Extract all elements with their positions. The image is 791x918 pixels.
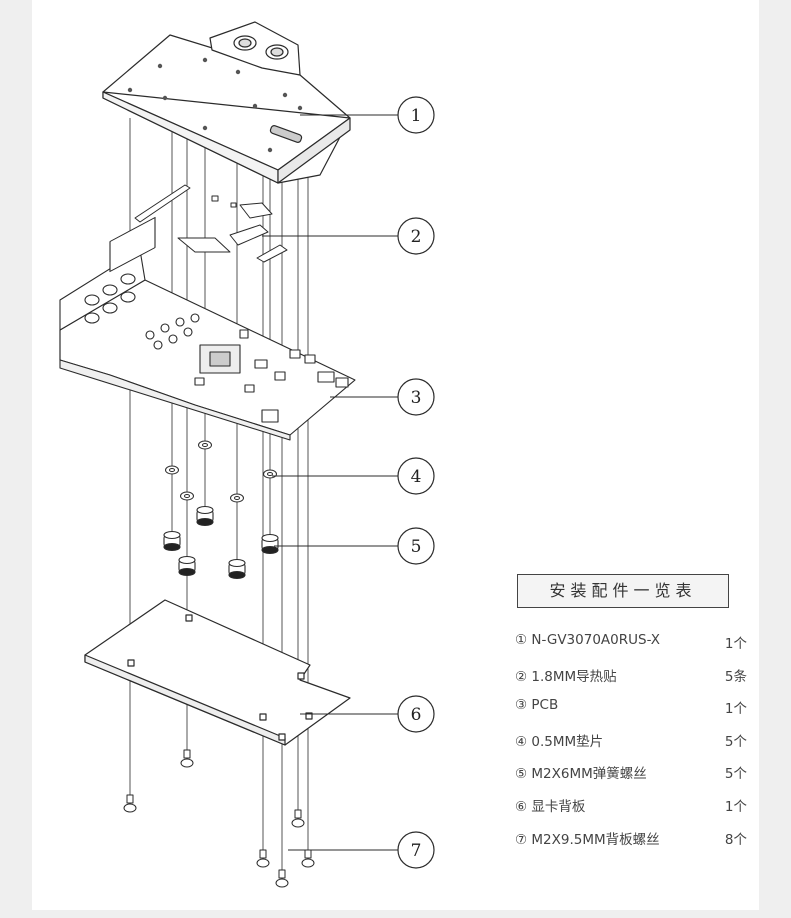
callout-number: 1 xyxy=(411,106,422,126)
callout-number: 4 xyxy=(411,467,422,487)
callout-number: 6 xyxy=(411,705,422,725)
part-label: ⑥ 显卡背板 xyxy=(515,798,586,815)
part-label: ⑤ M2X6MM弹簧螺丝 xyxy=(515,766,647,783)
part-quantity: 5个 xyxy=(724,733,747,750)
parts-list: ① N-GV3070A0RUS-X 1个 ② 1.8MM导热贴 5条 ③ PCB 1个… xyxy=(515,632,755,860)
part-quantity: 5个 xyxy=(724,766,747,783)
water-block-part xyxy=(102,21,351,184)
backplate-part xyxy=(84,599,351,746)
part-label: ② 1.8MM导热贴 xyxy=(515,668,617,685)
thermal-pads-part xyxy=(134,184,288,263)
part-quantity: 5条 xyxy=(724,668,747,685)
callout-number: 3 xyxy=(411,388,422,408)
parts-list-title: 安装配件一览表 xyxy=(517,574,729,608)
parts-list-item: ⑦ M2X9.5MM背板螺丝 8个 xyxy=(515,828,755,861)
callout-number: 5 xyxy=(411,537,422,557)
pcb-part xyxy=(59,216,356,441)
part-label: ① N-GV3070A0RUS-X xyxy=(515,632,661,648)
callout-number: 7 xyxy=(411,841,422,861)
parts-list-item: ① N-GV3070A0RUS-X 1个 xyxy=(515,632,755,665)
leader-lines xyxy=(262,114,398,851)
part-quantity: 8个 xyxy=(724,831,747,848)
callout-2: 2 xyxy=(397,217,435,255)
callout-number: 2 xyxy=(411,227,422,247)
backplate-screws-part xyxy=(123,749,315,888)
diagram-page xyxy=(32,0,759,910)
callout-6: 6 xyxy=(397,695,435,733)
callout-5: 5 xyxy=(397,527,435,565)
parts-list-item: ③ PCB 1个 xyxy=(515,697,755,730)
part-label: ④ 0.5MM垫片 xyxy=(515,733,604,750)
callout-3: 3 xyxy=(397,378,435,416)
callout-7: 7 xyxy=(397,831,435,869)
parts-list-item: ④ 0.5MM垫片 5个 xyxy=(515,730,755,763)
washers-part xyxy=(165,440,277,503)
spring-screws-part xyxy=(163,505,279,580)
part-quantity: 1个 xyxy=(724,798,747,815)
part-label: ③ PCB xyxy=(515,697,559,714)
assembly-guide-lines xyxy=(129,118,309,875)
callout-1: 1 xyxy=(397,96,435,134)
parts-list-item: ⑥ 显卡背板 1个 xyxy=(515,795,755,828)
parts-list-item: ② 1.8MM导热贴 5条 xyxy=(515,665,755,698)
part-quantity: 1个 xyxy=(724,701,747,718)
callout-4: 4 xyxy=(397,457,435,495)
part-quantity: 1个 xyxy=(724,636,747,652)
parts-list-item: ⑤ M2X6MM弹簧螺丝 5个 xyxy=(515,762,755,795)
part-label: ⑦ M2X9.5MM背板螺丝 xyxy=(515,831,660,848)
